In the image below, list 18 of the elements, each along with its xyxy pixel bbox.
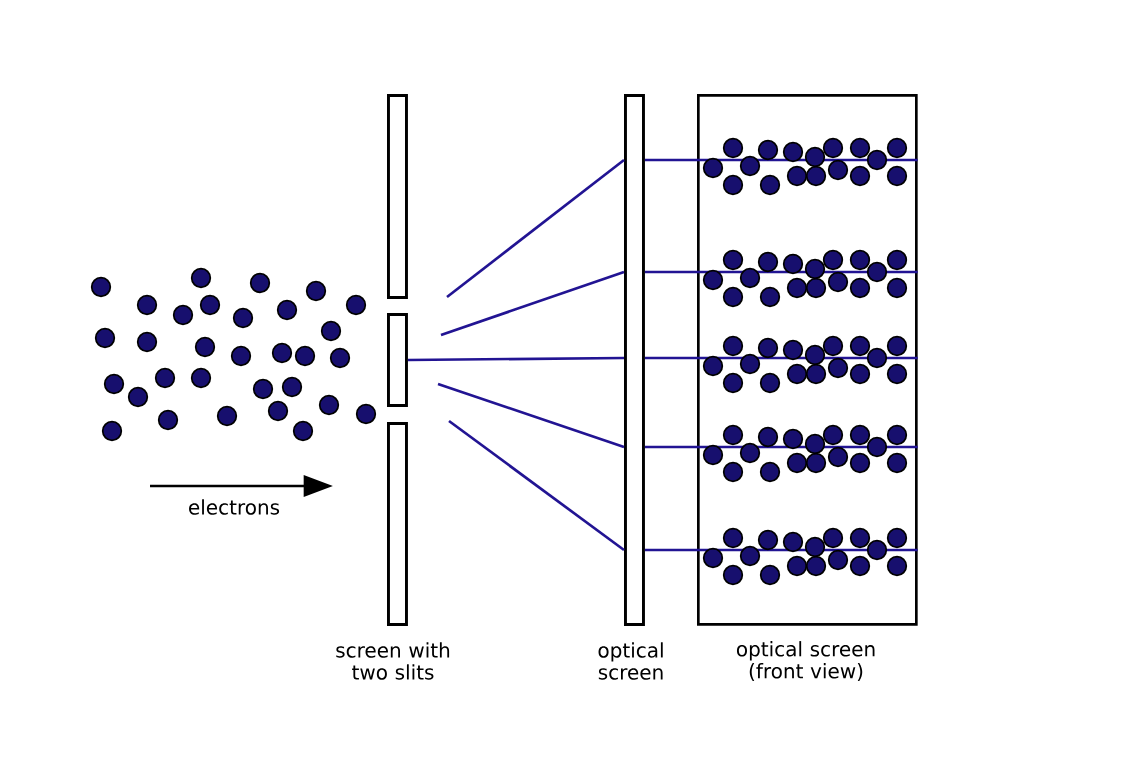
screen-bar (387, 94, 408, 299)
ray-line (644, 270, 918, 274)
ray-line (448, 419, 625, 552)
screen-label: screen with two slits (336, 642, 450, 680)
screen-bar (387, 422, 408, 626)
screen-label: optical screen (598, 642, 663, 680)
ray-line (407, 356, 624, 362)
screen-label: optical screen (front view) (736, 641, 875, 681)
ray-line (446, 158, 625, 299)
screen-bar (624, 94, 645, 626)
ray-line (440, 270, 625, 337)
arrow-label: electrons (189, 499, 280, 515)
ray-line (437, 382, 625, 449)
ray-line (644, 445, 918, 449)
ray-line (644, 548, 918, 552)
screen-bar (387, 313, 408, 407)
ray-line (644, 356, 918, 360)
ray-line (644, 158, 918, 162)
